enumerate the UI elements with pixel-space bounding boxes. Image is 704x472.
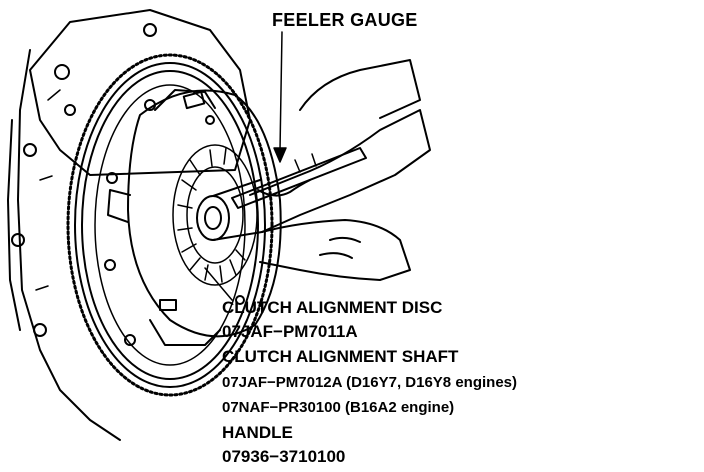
clutch-alignment-disc-label: CLUTCH ALIGNMENT DISC	[222, 298, 443, 317]
handle-label: HANDLE	[222, 423, 293, 442]
disc-part-number: 07JAF−PM7011A	[222, 322, 358, 341]
shaft-part-number-b16: 07NAF−PR30100 (B16A2 engine)	[222, 399, 455, 416]
shaft-part-number-d16: 07JAF−PM7012A (D16Y7, D16Y8 engines)	[222, 374, 517, 391]
pressure-plate	[107, 89, 282, 346]
handle-part-number: 07936−3710100	[222, 447, 346, 466]
diaphragm-spring	[172, 144, 258, 286]
feeler-gauge-label: FEELER GAUGE	[272, 10, 418, 30]
leader-lines	[204, 31, 287, 301]
hands	[249, 59, 431, 281]
flywheel	[66, 53, 274, 397]
transmission-housing	[7, 9, 251, 441]
feeler-gauge	[231, 147, 367, 209]
alignment-disc	[196, 179, 263, 241]
clutch-alignment-shaft-label: CLUTCH ALIGNMENT SHAFT	[222, 347, 459, 366]
